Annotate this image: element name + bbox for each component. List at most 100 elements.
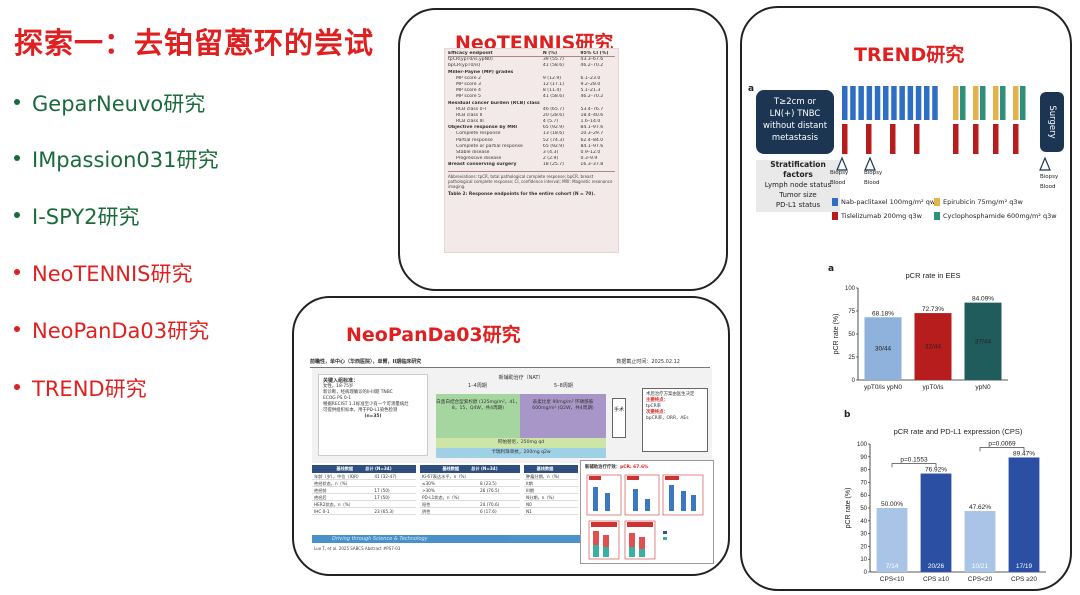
bar-inner-label: 30/44: [875, 346, 892, 353]
row-label: 绝经后: [314, 495, 327, 500]
efficacy-label: 新辅助治疗疗效：: [585, 465, 621, 470]
table-cell: Complete or partial response: [456, 143, 523, 149]
table-row: HER2状态，n（%）: [312, 501, 416, 508]
pcr-cps-chart: pCR rate and PD-L1 expression (CPS)01020…: [845, 427, 1046, 583]
row-value: 23 (65.3): [374, 509, 394, 514]
table-cell: 9.2–28.0: [580, 81, 601, 87]
table-cell: Progressive disease: [456, 156, 502, 162]
cyclophosphamide-dose: [1020, 86, 1026, 120]
y-tick-label: 70: [860, 480, 867, 486]
inclusion-item: 根据RECIST 1.1标准至少有一个可测量病灶: [323, 402, 409, 407]
secondary-endpoint-label: 次要终点：: [646, 410, 668, 415]
table-row: 绝经状态，n（%）: [312, 480, 416, 487]
y-tick-label: 20: [860, 544, 867, 550]
nab-paclitaxel-dose: [858, 86, 864, 120]
table-row: N0: [524, 501, 578, 508]
bar: [964, 302, 1002, 380]
table-cell: 65 (92.9): [542, 125, 564, 131]
cycles-1-4: 1–4周期: [468, 383, 487, 389]
bar: [1008, 457, 1040, 572]
study-design-header: 前瞻性，单中心（华西医院），单臂，II期临床研究 数据截止时间：2025.02.…: [310, 358, 710, 368]
table-cell: 18 (25.7): [542, 162, 564, 168]
x-tick-label: ypN0: [975, 384, 991, 391]
table-row: N1: [524, 508, 578, 515]
legend-label: Cyclophosphamide 600mg/m² q3w: [943, 212, 1057, 220]
inclusion-item: ECOG PS 0-1: [323, 396, 352, 401]
baseline-header: 基线数据: [524, 465, 578, 473]
row-label: IHC 0-1: [314, 509, 330, 514]
table-cell: 84.1–97.6: [580, 143, 604, 149]
primary-endpoint-label: 主要终点：: [646, 398, 668, 403]
chart-a-letter: a: [828, 264, 835, 274]
table-cell: 16.3–37.8: [580, 162, 604, 168]
baseline-table: 基线数据总计 (N=34)Ki-67表达水平，n（%）≤30%8 (23.5)>…: [420, 465, 520, 550]
bar-value-label: 89.47%: [1013, 450, 1035, 457]
table-cell: 1.6–14.0: [580, 119, 601, 125]
tislelizumab-dose: [1013, 124, 1019, 154]
table-cell: RCB class 0–I: [456, 106, 487, 112]
chart-title: pCR rate and PD-L1 expression (CPS): [894, 427, 1023, 436]
header-text: 基线数据: [536, 466, 554, 471]
y-tick-label: 10: [860, 557, 867, 563]
table-cell: Residual cancer burden (RCB) class: [448, 100, 540, 106]
strat-title: Stratification factors: [770, 160, 826, 179]
row-label: PD-L1状态，n（%）: [422, 495, 462, 500]
table-cell: 6.1–23.0: [580, 75, 601, 81]
y-axis-label: pCR rate (%): [833, 314, 840, 355]
bar-inner-label: 10/21: [972, 563, 989, 570]
legend-item: Cyclophosphamide 600mg/m² q3w: [934, 212, 1057, 220]
table-row: ≤30%8 (23.5): [420, 480, 520, 487]
y-tick-label: 40: [860, 519, 867, 525]
bar-value-label: 72.73%: [922, 306, 944, 313]
blood-label-1: Blood: [830, 180, 846, 186]
table-cell: 65 (92.9): [542, 143, 565, 149]
table-row: Ki-67表达水平，n（%）: [420, 473, 520, 480]
y-tick-label: 100: [857, 442, 868, 448]
study-label: NeoTENNIS研究: [32, 262, 193, 286]
nab-paclitaxel-dose: [842, 86, 848, 120]
bullet-dot: [14, 155, 20, 161]
stratification-box: Stratification factors Lymph node status…: [756, 160, 840, 212]
significance-bracket: [979, 447, 1025, 452]
table-row: N分期，n（%）: [524, 494, 578, 501]
treatment-schema: [836, 86, 1051, 171]
table-cell: 8 (11.4): [542, 88, 562, 94]
bar-value-label: 68.18%: [872, 310, 894, 317]
inclusion-item: 可提供组织标本，用于PD-L1染色检测: [323, 408, 398, 413]
x-tick-label: CPS<20: [968, 576, 993, 583]
p-value-label: p=0.0069: [988, 440, 1016, 447]
table-cell: 39 (55.7): [542, 57, 564, 63]
y-tick-label: 60: [860, 493, 867, 499]
table-row: PD-L1状态，n（%）: [420, 494, 520, 501]
baseline-table: 基线数据总计 (N=34)年龄（岁），中位（IQR）41 (32-47)绝经状态…: [312, 465, 416, 550]
table-cell: 9 (12.9): [542, 75, 562, 81]
arm1-box: 白蛋白结合型紫杉醇 (125mg/m²，d1，8，15，Q4W，共4周期): [436, 394, 520, 438]
data-cutoff: 数据截止时间：2025.02.12: [616, 359, 680, 365]
nab-paclitaxel-dose: [924, 86, 930, 120]
epirubicin-dose: [1013, 86, 1019, 120]
bar-inner-label: 17/19: [1016, 563, 1033, 570]
table-cell: 13 (18.6): [542, 131, 565, 137]
biopsy-label-3: Biopsy: [1040, 174, 1059, 180]
nab-paclitaxel-dose: [915, 86, 922, 120]
nab-paclitaxel-dose: [874, 86, 881, 120]
endpoints-box: 术后治疗方案由医生决定 主要终点： tpCR率 次要终点： bpCR率，ORR，…: [642, 388, 708, 452]
study-label: NeoPanDa03研究: [32, 319, 210, 343]
bar-inner-label: 37/44: [975, 338, 992, 345]
y-tick-label: 80: [860, 468, 867, 474]
inclusion-item: 新诊断，经病理确诊的II-III期 TNBC: [323, 390, 393, 395]
strat-pdl1: PD-L1 status: [775, 201, 821, 209]
secondary-endpoint: bpCR率，ORR，AEs: [646, 416, 689, 421]
x-tick-label: CPS<10: [880, 576, 905, 583]
table-row: tpCR(ypT0/is,ypN0)39 (55.7)43.3–67.6: [448, 57, 615, 63]
neopanda-title: NeoPanDa03研究: [346, 324, 521, 346]
row-label: II期: [526, 481, 533, 486]
table-cell: 4 (5.7): [542, 119, 559, 125]
